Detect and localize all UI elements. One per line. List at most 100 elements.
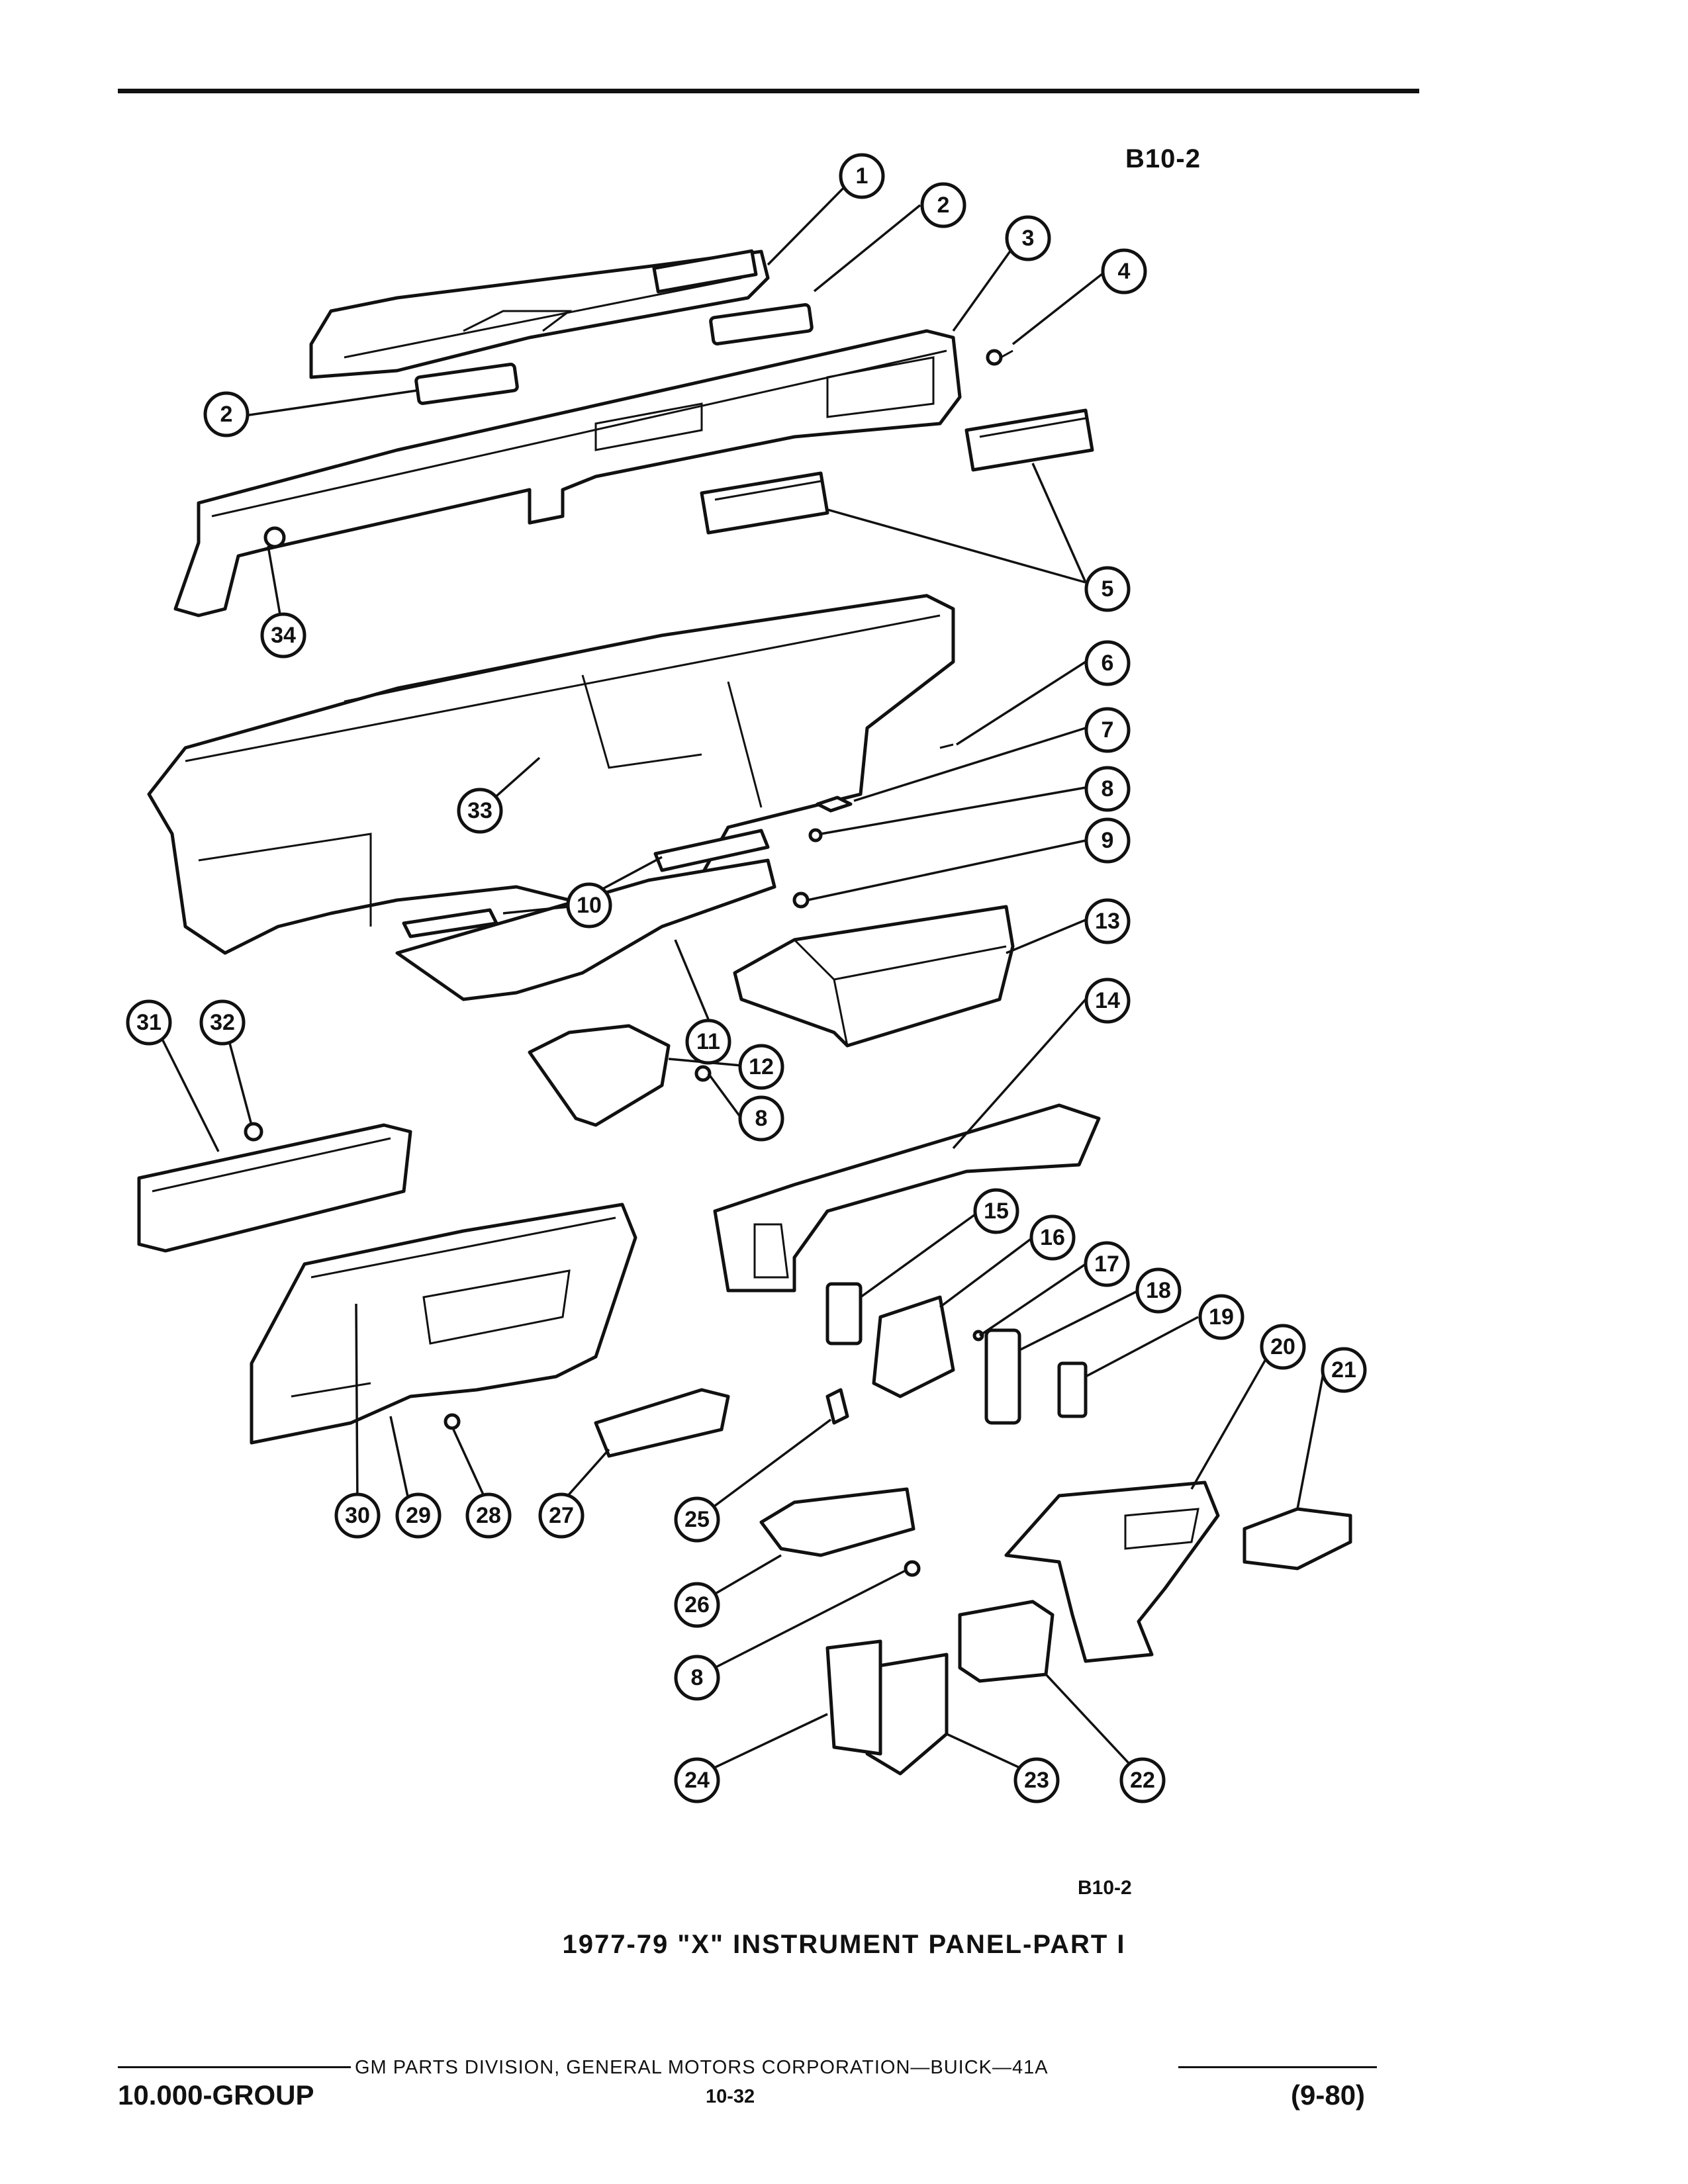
part-bracket-7 — [816, 796, 853, 813]
callout-6-label: 6 — [1102, 651, 1114, 676]
callout-27: 27 — [538, 1492, 585, 1539]
callout-21: 21 — [1321, 1347, 1367, 1393]
callout-24: 24 — [674, 1757, 720, 1803]
callout-8b-label: 8 — [755, 1106, 768, 1131]
part-screw-9 — [792, 891, 810, 909]
leader-lines — [154, 176, 1325, 1775]
part-vent-5b — [700, 471, 829, 535]
callout-32-label: 32 — [210, 1010, 235, 1035]
callout-15-label: 15 — [984, 1199, 1009, 1224]
callout-2a: 2 — [920, 182, 966, 228]
callout-23: 23 — [1013, 1757, 1060, 1803]
callout-9: 9 — [1084, 817, 1131, 864]
callout-7-label: 7 — [1102, 717, 1114, 743]
callout-20: 20 — [1260, 1324, 1306, 1370]
part-screw-8b — [694, 1065, 712, 1082]
part-screw-28 — [444, 1413, 461, 1430]
callout-24-label: 24 — [684, 1768, 710, 1793]
callout-19-label: 19 — [1209, 1304, 1234, 1330]
callout-1: 1 — [839, 153, 885, 199]
callout-11: 11 — [685, 1019, 731, 1065]
part-grille-19 — [1057, 1361, 1088, 1418]
callout-25: 25 — [674, 1496, 720, 1543]
callout-31: 31 — [126, 999, 172, 1046]
callout-14: 14 — [1084, 978, 1131, 1024]
part-lower-duct-11 — [395, 858, 776, 1001]
callout-32: 32 — [199, 999, 246, 1046]
callout-18-label: 18 — [1146, 1278, 1171, 1303]
callout-4-label: 4 — [1118, 259, 1131, 284]
callout-6: 6 — [1084, 640, 1131, 686]
part-cluster-bezel-29 — [250, 1203, 637, 1445]
part-cluster-lens-31 — [137, 1123, 412, 1253]
callout-23-label: 23 — [1024, 1768, 1049, 1793]
figure-code-bottom: B10-2 — [1078, 1877, 1132, 1899]
callout-34: 34 — [260, 612, 306, 659]
callout-13-label: 13 — [1095, 909, 1120, 934]
callout-16: 16 — [1029, 1214, 1076, 1261]
callout-8b: 8 — [738, 1095, 784, 1142]
callout-2b: 2 — [203, 391, 250, 437]
callout-21-label: 21 — [1331, 1357, 1356, 1383]
callout-13: 13 — [1084, 898, 1131, 944]
callout-19: 19 — [1198, 1294, 1244, 1340]
figure-caption: 1977-79 "X" INSTRUMENT PANEL-PART I — [562, 1930, 1126, 1959]
callout-22: 22 — [1119, 1757, 1166, 1803]
callout-1-label: 1 — [856, 163, 868, 189]
part-bezel-21 — [1243, 1507, 1352, 1570]
part-pin-17 — [972, 1330, 984, 1342]
callout-29: 29 — [395, 1492, 442, 1539]
figure-code-top: B10-2 — [1125, 144, 1201, 173]
callout-12-label: 12 — [749, 1054, 774, 1079]
callout-22-label: 22 — [1130, 1768, 1155, 1793]
header-rule — [118, 89, 1419, 93]
callout-28-label: 28 — [476, 1503, 501, 1528]
callout-17-label: 17 — [1094, 1251, 1119, 1277]
part-screw-8c — [904, 1560, 921, 1577]
callout-15: 15 — [973, 1188, 1019, 1234]
footer-page-number: 10-32 — [706, 2086, 755, 2107]
part-upper-duct — [309, 249, 770, 379]
footer-date: (9-80) — [1291, 2079, 1366, 2111]
part-gasket-15 — [825, 1282, 863, 1345]
callout-26-label: 26 — [684, 1592, 710, 1617]
part-glovebox-13 — [733, 905, 1015, 1048]
part-bracket-25 — [825, 1388, 849, 1425]
callout-8a: 8 — [1084, 766, 1131, 812]
part-bezel-2b — [414, 363, 519, 405]
callout-2b-label: 2 — [220, 402, 233, 427]
part-screw-4 — [986, 349, 1013, 366]
callout-5: 5 — [1084, 566, 1131, 612]
callout-8c: 8 — [674, 1655, 720, 1701]
footer-group: 10.000-GROUP — [118, 2079, 314, 2111]
part-screw-32 — [244, 1122, 263, 1142]
part-screw-8a — [808, 828, 823, 842]
callout-25-label: 25 — [684, 1507, 710, 1532]
callout-34-label: 34 — [271, 623, 296, 648]
callout-9-label: 9 — [1102, 828, 1114, 853]
callout-33-label: 33 — [467, 798, 492, 823]
callout-30-label: 30 — [345, 1503, 370, 1528]
callout-33: 33 — [457, 788, 503, 834]
footer-rule-left — [118, 2066, 351, 2068]
callout-28: 28 — [465, 1492, 512, 1539]
part-clip-6 — [939, 743, 954, 749]
footer-publisher: GM PARTS DIVISION, GENERAL MOTORS CORPOR… — [355, 2057, 1049, 2078]
callout-16-label: 16 — [1040, 1225, 1065, 1250]
callout-10-label: 10 — [577, 893, 602, 918]
callout-3: 3 — [1005, 215, 1051, 261]
callout-10: 10 — [566, 882, 612, 929]
callout-17: 17 — [1084, 1241, 1130, 1287]
callout-26: 26 — [674, 1582, 720, 1628]
part-bezel-27 — [594, 1388, 730, 1458]
part-outlet-16 — [872, 1295, 955, 1398]
part-seal-22 — [958, 1600, 1055, 1683]
callout-4: 4 — [1101, 248, 1147, 295]
part-defroster-duct-14 — [713, 1103, 1101, 1293]
part-vent-5a — [964, 408, 1094, 472]
callout-18: 18 — [1135, 1267, 1182, 1314]
callout-8c-label: 8 — [691, 1665, 704, 1690]
callout-27-label: 27 — [549, 1503, 574, 1528]
callout-8a-label: 8 — [1102, 776, 1114, 801]
